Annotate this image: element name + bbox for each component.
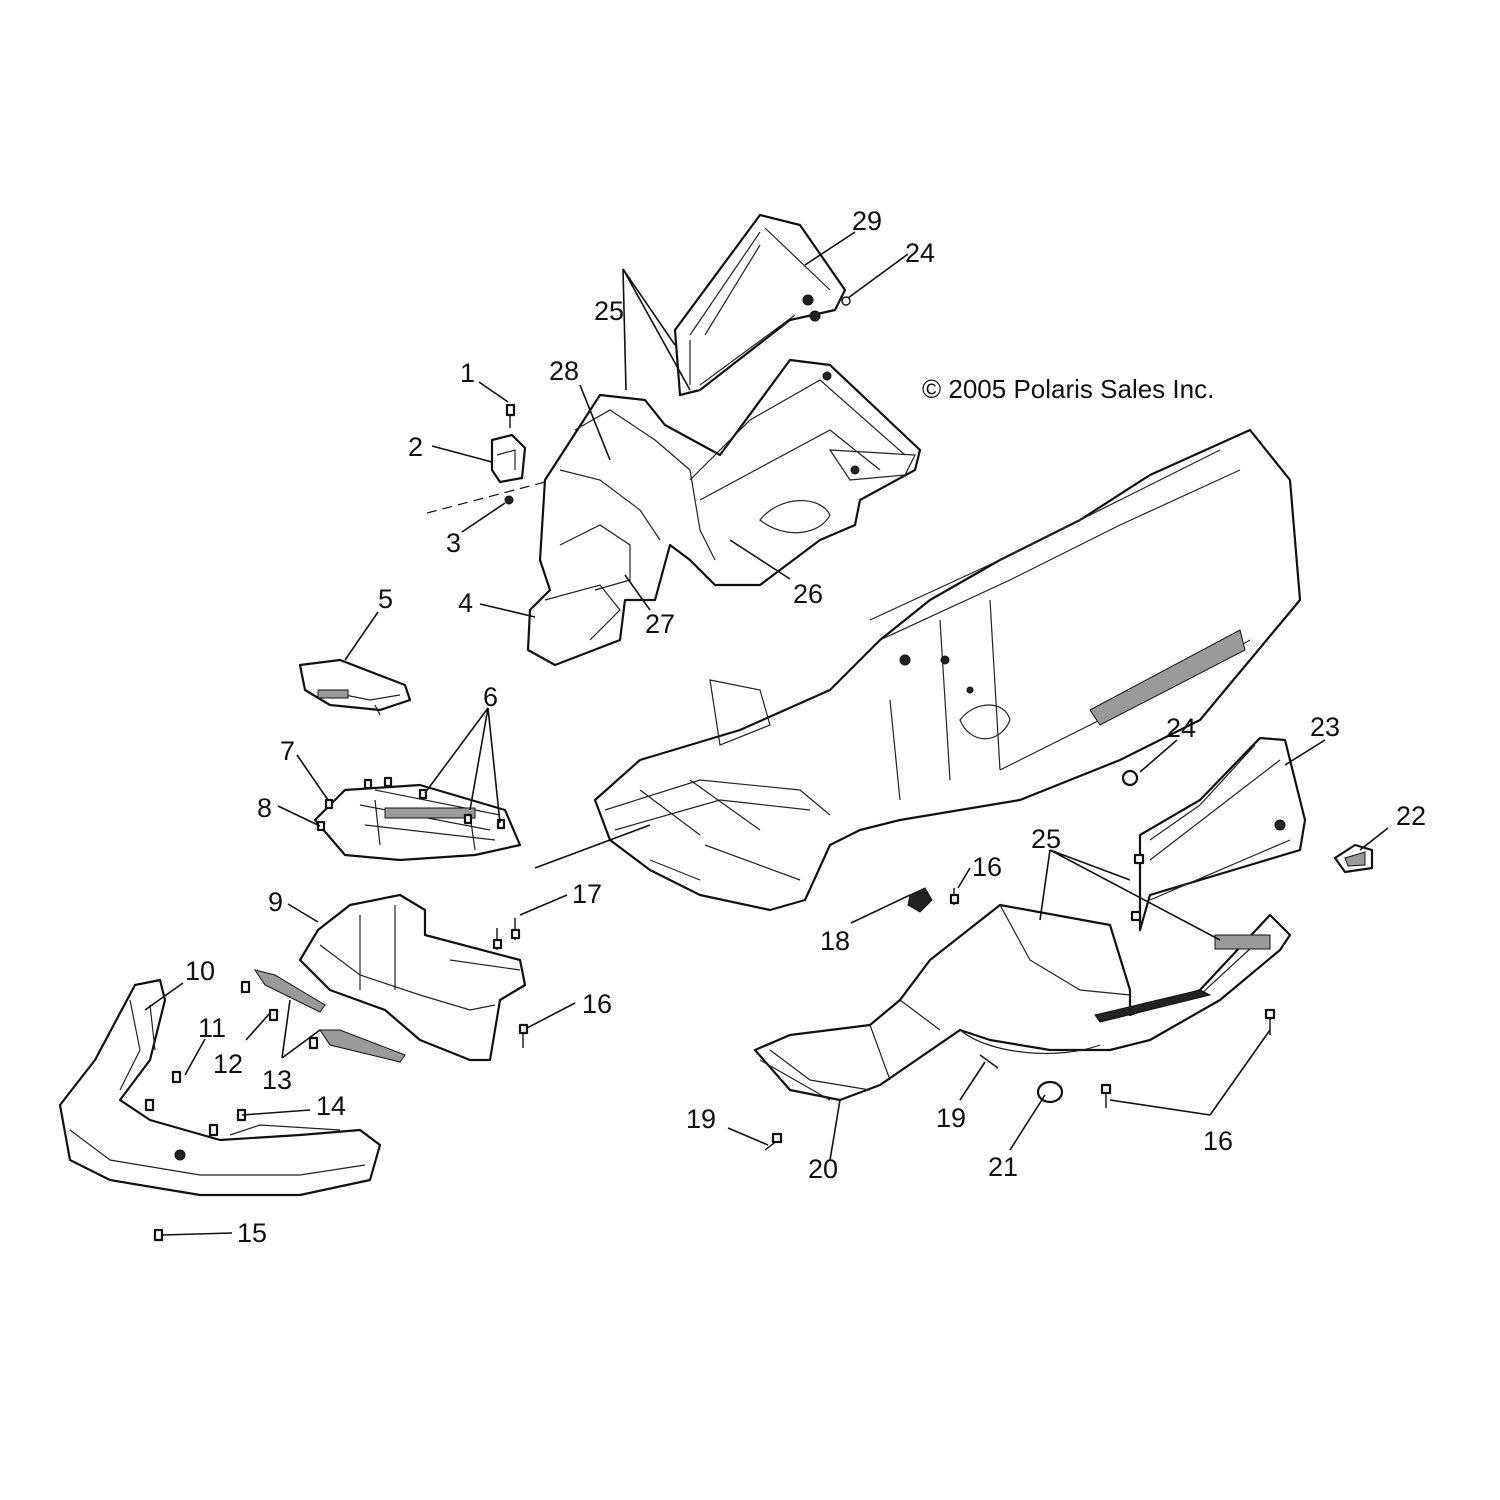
callout-3: 3 (446, 528, 461, 558)
callout-4: 4 (458, 588, 473, 618)
callout-13: 13 (262, 1065, 292, 1095)
belly-pan-part-9 (298, 893, 527, 1062)
grommet-icon (1121, 769, 1139, 787)
callout-labels: 1 2 3 4 5 6 7 8 9 10 11 12 13 14 15 16 1… (185, 206, 1426, 1248)
callout-25-top: 25 (594, 296, 624, 326)
lens-part-22 (1333, 843, 1374, 874)
bolt-icon (144, 980, 319, 1242)
callout-7: 7 (280, 736, 295, 766)
callout-11: 11 (198, 1013, 226, 1043)
callout-16-right: 16 (1203, 1126, 1233, 1156)
callout-23: 23 (1310, 712, 1340, 742)
shroud-part-5 (298, 658, 412, 716)
bolt-icon (316, 776, 506, 832)
bolt-icon (505, 403, 516, 428)
dash-panel-part-29 (673, 213, 847, 397)
callout-29: 29 (852, 206, 882, 236)
callout-9: 9 (268, 887, 283, 917)
callout-26: 26 (793, 579, 823, 609)
grommet-icon (907, 887, 933, 913)
vent-screen-part-13 (253, 969, 406, 1063)
callout-22: 22 (1396, 801, 1426, 831)
belly-pan-part-8 (313, 783, 522, 862)
callout-19-left: 19 (686, 1104, 716, 1134)
rivet-icon (492, 888, 1276, 1151)
callout-24-top: 24 (905, 238, 935, 268)
side-pod-part-20 (753, 903, 1292, 1102)
callout-19-right: 19 (936, 1103, 966, 1133)
callout-8: 8 (257, 793, 272, 823)
chassis-tunnel (593, 428, 1302, 912)
bulkhead-part-28 (526, 358, 922, 667)
callout-12: 12 (213, 1049, 243, 1079)
nut-icon (504, 495, 514, 505)
front-nose-part-10 (58, 978, 382, 1197)
callout-21: 21 (988, 1152, 1018, 1182)
callout-20: 20 (808, 1154, 838, 1184)
callout-6: 6 (483, 682, 498, 712)
callout-24-right: 24 (1166, 713, 1196, 743)
callout-17: 17 (572, 879, 602, 909)
callout-14: 14 (316, 1091, 346, 1121)
callout-25-right: 25 (1031, 824, 1061, 854)
leader-lines (144, 231, 1389, 1236)
callout-5: 5 (378, 584, 393, 614)
callout-16-left: 16 (582, 989, 612, 1019)
callout-16-center: 16 (972, 852, 1002, 882)
bracket-part-2 (490, 433, 527, 484)
callout-2: 2 (408, 432, 423, 462)
grommet-icon (841, 296, 851, 306)
callout-15: 15 (237, 1218, 267, 1248)
callout-18: 18 (820, 926, 850, 956)
side-panel-part-23 (1130, 736, 1307, 932)
callout-10: 10 (185, 956, 215, 986)
callout-1: 1 (460, 358, 475, 388)
callout-27: 27 (645, 609, 675, 639)
callout-28: 28 (549, 356, 579, 386)
copyright-notice: © 2005 Polaris Sales Inc. (922, 374, 1214, 404)
